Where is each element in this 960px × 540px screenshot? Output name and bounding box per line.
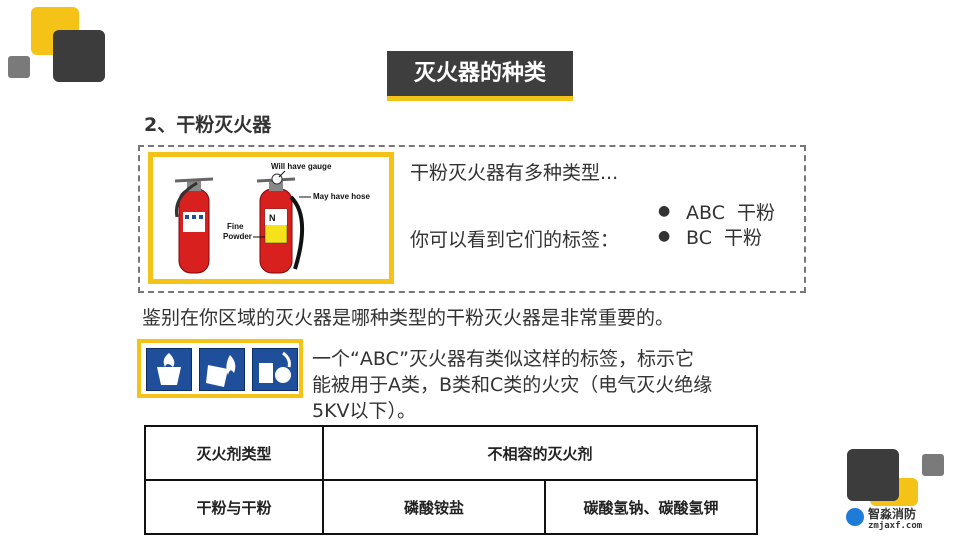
hose-label: May have hose [313, 192, 370, 201]
abc-description-line-1: 一个“ABC”灭火器有类似这样的标签，标示它 [312, 348, 695, 370]
abc-description-line-3: 5KV以下）。 [312, 400, 417, 422]
svg-text:Powder: Powder [223, 232, 252, 241]
bullet-abc: ABC 干粉 [686, 202, 776, 224]
decor-square-gray-bottom [922, 454, 944, 476]
class-b-sign-icon [199, 348, 245, 391]
brand-url: zmjaxf.com [868, 521, 923, 531]
info-frame [138, 145, 806, 293]
abc-description-line-2: 能被用于A类，B类和C类的火灾（电气灭火绝缘 [312, 374, 713, 396]
extinguisher-left-icon [174, 177, 214, 274]
brand-block: 智淼消防 zmjaxf.com [868, 508, 922, 532]
fine-powder-label: Fine [227, 222, 244, 231]
decor-square-gray-top [8, 56, 30, 78]
bullet-dot: ● [658, 203, 671, 219]
table-row: 干粉与干粉 磷酸铵盐 碳酸氢钠、碳酸氢钾 [144, 479, 758, 535]
class-a-sign-icon [146, 348, 192, 391]
abc-label-signs [137, 339, 303, 398]
extinguisher-image: N Will have gauge May have hose Fine Pow… [148, 152, 394, 284]
section-subtitle: 2、干粉灭火器 [144, 114, 272, 136]
table-cell: 磷酸铵盐 [322, 479, 546, 535]
page-title: 灭火器的种类 [387, 51, 573, 101]
importance-text: 鉴别在你区域的灭火器是哪种类型的干粉灭火器是非常重要的。 [142, 307, 675, 329]
table-row: 灭火剂类型 不相容的灭火剂 [144, 425, 758, 481]
brand-name: 智淼消防 [868, 507, 917, 521]
label-text: 你可以看到它们的标签： [410, 229, 620, 251]
extinguisher-illustration: N Will have gauge May have hose Fine Pow… [174, 162, 370, 274]
decor-square-dark-top [53, 30, 105, 82]
table-cell: 干粉与干粉 [144, 479, 324, 535]
types-text: 干粉灭火器有多种类型... [410, 162, 619, 184]
incompatibility-table: 灭火剂类型 不相容的灭火剂 干粉与干粉 磷酸铵盐 碳酸氢钠、碳酸氢钾 [144, 425, 758, 535]
svg-text:N: N [269, 213, 276, 223]
table-cell: 碳酸氢钠、碳酸氢钾 [544, 479, 758, 535]
extinguisher-right-icon: N [256, 173, 305, 274]
gauge-label: Will have gauge [271, 162, 332, 171]
bullet-dot: ● [658, 228, 671, 244]
table-header-agent-type: 灭火剂类型 [144, 425, 324, 481]
decor-square-dark-bottom [847, 449, 899, 501]
class-c-sign-icon [252, 348, 298, 391]
brand-logo-icon [846, 508, 864, 526]
bullet-bc: BC 干粉 [686, 227, 763, 249]
table-header-incompatible: 不相容的灭火剂 [322, 425, 758, 481]
